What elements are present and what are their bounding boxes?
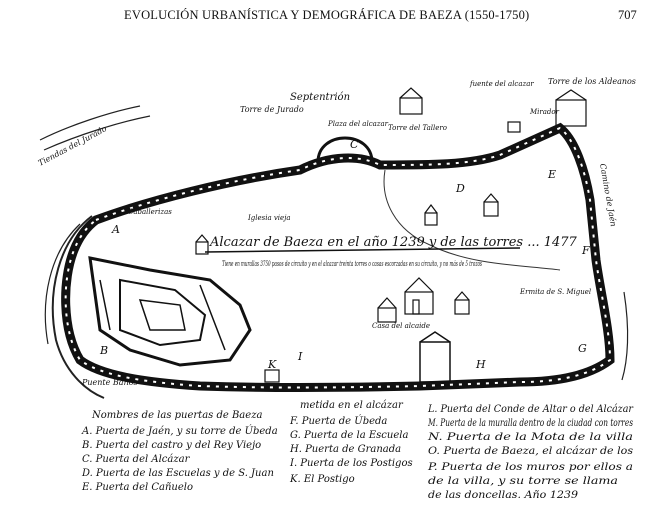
legend-col1-line: Nombres de las puertas de Baeza — [91, 410, 262, 421]
gate-letter-k: K — [267, 358, 277, 371]
legend-col3-line: O. Puerta de Baeza, el alcázar de los — [428, 446, 633, 457]
legend-column-2: metida en el alcázar F. Puerta de Úbeda … — [289, 400, 413, 485]
gate-letter-d: D — [455, 182, 465, 195]
running-head: EVOLUCIÓN URBANÍSTICA Y DEMOGRÁFICA DE B… — [0, 6, 668, 26]
gate-letter-f: F — [581, 244, 590, 257]
gate-letter-b: B — [99, 344, 108, 357]
legend-col2-line: G. Puerta de la Escuela — [290, 430, 408, 441]
legend-column-1: Nombres de las puertas de Baeza A. Puert… — [81, 410, 278, 493]
label-tallero: Torre del Tallero — [388, 124, 447, 132]
legend-col3-line: N. Puerta de la Mota de la villa — [427, 432, 633, 443]
legend-col2-line: I. Puerta de los Postigos — [289, 458, 413, 469]
legend-col2-line: metida en el alcázar — [300, 400, 404, 411]
gate-letter-c: C — [350, 138, 359, 151]
map-note: Tiene en murallas 3750 pasos de circuito… — [222, 259, 482, 268]
map-title: Alcazar de Baeza en el año 1239 y de las… — [209, 235, 578, 250]
running-title: EVOLUCIÓN URBANÍSTICA Y DEMOGRÁFICA DE B… — [124, 8, 530, 22]
city-wall — [61, 122, 615, 392]
label-casa: Casa del alcaide — [372, 322, 430, 330]
gate-tower — [419, 331, 451, 383]
label-iglesia: Iglesia vieja — [247, 214, 291, 222]
label-north: Septentrión — [290, 92, 350, 103]
legend-col2-line: K. El Postigo — [289, 474, 355, 485]
legend-col3-line: L. Puerta del Conde de Altar o del Alcáz… — [427, 404, 634, 415]
legend-col3-line: de las doncellas. Año 1239 — [428, 490, 579, 501]
page-number: 707 — [618, 8, 637, 22]
legend-col1-line: C. Puerta del Alcázar — [82, 454, 191, 465]
legend-col1-line: B. Puerta del castro y del Rey Viejo — [81, 440, 261, 451]
legend-col1-line: E. Puerta del Cañuelo — [81, 482, 193, 493]
gate-letter-i: I — [297, 350, 303, 363]
gate-letter-g: G — [578, 342, 587, 355]
legend-col3-line: M. Puerta de la muralla dentro de la ciu… — [427, 418, 633, 429]
legend-column-3: L. Puerta del Conde de Altar o del Alcáz… — [427, 404, 634, 501]
label-jardin: Tiendas del Jurado — [37, 124, 109, 168]
legend-col1-line: D. Puerta de las Escuelas y de S. Juan — [81, 468, 274, 479]
label-plaza: Plaza del alcazar — [327, 120, 389, 128]
legend-col1-line: A. Puerta de Jaén, y su torre de Úbeda — [81, 425, 278, 437]
legend-col2-line: F. Puerta de Úbeda — [289, 415, 387, 427]
plaza-enclosure — [316, 136, 374, 163]
label-fuente: fuente del alcazar — [469, 80, 534, 88]
gate-letter-e: E — [547, 168, 556, 181]
gate-letter-a: A — [111, 223, 120, 236]
label-caballerizas: Caballerizas — [128, 208, 172, 216]
label-torre-right: Torre de los Aldeanos — [548, 77, 636, 86]
legend-col3-line: de la villa, y su torre se llama — [428, 476, 618, 487]
fortress-block — [88, 256, 252, 367]
legend-col2-line: H. Puerta de Granada — [289, 444, 401, 455]
alcazar-map-drawing: Alcazar de Baeza en el año 1239 y de las… — [37, 77, 636, 501]
label-mirador: Mirador — [529, 108, 560, 116]
label-ermita: Ermita de S. Miguel — [519, 288, 591, 296]
legend-col3-line: P. Puerta de los muros por ellos a — [427, 462, 633, 473]
road-top-left — [39, 105, 151, 151]
interior-path — [383, 169, 561, 271]
label-puente: Puente Baños — [81, 378, 138, 387]
gate-letter-h: H — [475, 358, 486, 371]
label-camino: Camino de Jaén — [598, 163, 618, 227]
historical-map-figure: Alcazar de Baeza en el año 1239 y de las… — [0, 30, 668, 521]
upper-right-towers — [555, 89, 587, 127]
label-torre-left: Torre de Jurado — [240, 105, 304, 114]
road-outer-arc — [51, 215, 105, 399]
church-icons — [195, 87, 521, 383]
